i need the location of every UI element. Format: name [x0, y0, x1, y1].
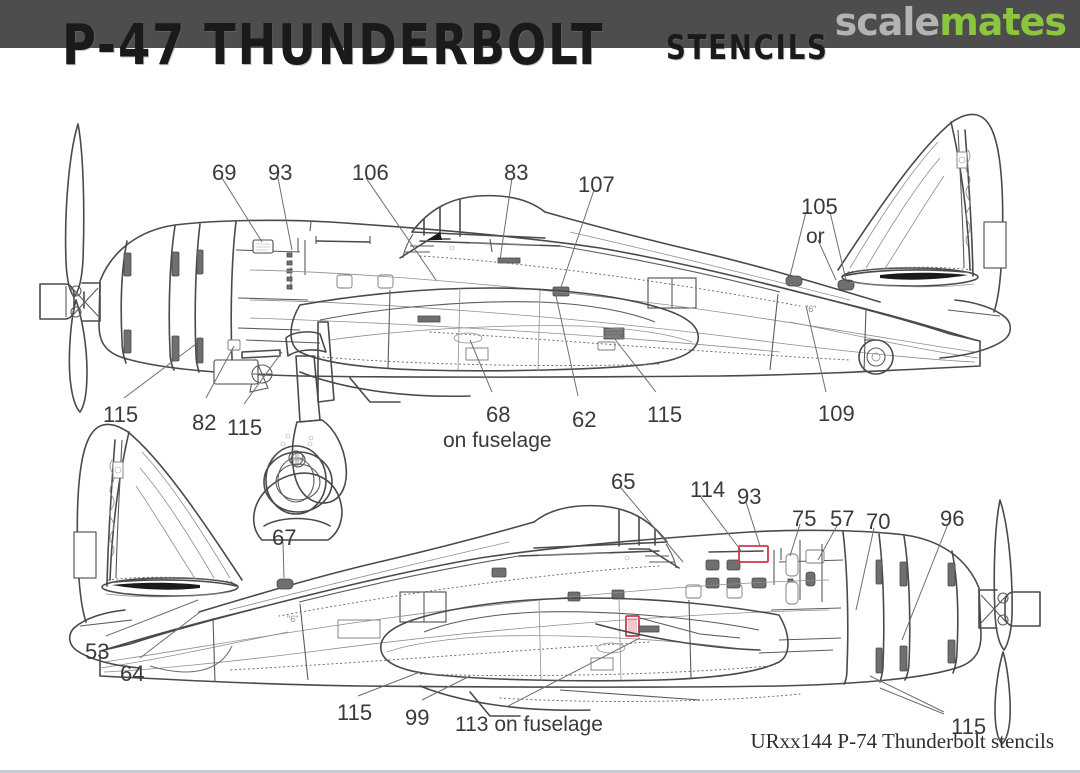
callout-99: 99	[405, 705, 430, 730]
callout-70: 70	[866, 509, 891, 534]
top-spinner	[39, 282, 101, 322]
callout-68: 68	[486, 402, 511, 427]
top-main-landing-gear	[265, 321, 348, 515]
bottom-vertical-stabilizer	[73, 423, 243, 623]
callout-114: 114	[690, 477, 726, 502]
callout-115-top-right: 115	[647, 402, 683, 427]
top-fuselage-panel-lines	[249, 255, 976, 363]
bottom-fuselage-stencils: "6"	[276, 540, 823, 639]
callout-75: 75	[792, 506, 817, 531]
callout-93-top: 93	[268, 160, 293, 185]
bottom-horizontal-stabilizer	[101, 576, 239, 598]
svg-text:"6": "6"	[287, 614, 298, 624]
callout-82: 82	[192, 410, 217, 435]
top-propeller	[64, 123, 88, 413]
callout-115-top-mid: 115	[227, 415, 263, 440]
top-horizontal-stabilizer	[841, 266, 979, 288]
bottom-dorsal-spine	[198, 521, 535, 613]
top-underside-detail	[213, 339, 471, 403]
bottom-fuselage-panel-lines	[103, 565, 830, 673]
watermark-mates: mates	[939, 0, 1067, 44]
bottom-rear-fuselage	[99, 603, 309, 683]
top-aircraft-group: "6"	[39, 113, 1012, 515]
callout-83: 83	[504, 160, 529, 185]
callout-93-bottom: 93	[737, 484, 762, 509]
bottom-main-landing-gear	[252, 441, 343, 541]
callout-115-bottom-left: 115	[337, 700, 373, 725]
bottom-spinner	[978, 589, 1041, 629]
red-stencil-highlight-upper	[738, 545, 769, 563]
top-wing-root	[290, 287, 699, 372]
top-fuselage-stencils: "6"	[497, 257, 855, 351]
svg-text:"6": "6"	[805, 304, 816, 314]
top-tail-cone	[858, 299, 1012, 375]
callout-107: 107	[578, 172, 615, 197]
bottom-aircraft-group: "6"	[68, 423, 1041, 745]
callout-64: 64	[120, 661, 145, 686]
bottom-cowl-panels	[842, 531, 959, 685]
top-vertical-stabilizer	[837, 113, 1007, 313]
scalemates-watermark: scalemates	[834, 0, 1067, 44]
bottom-wing-root	[380, 597, 789, 682]
callout-115-top-left: 115	[103, 402, 139, 427]
callout-65: 65	[611, 469, 636, 494]
top-dorsal-spine	[544, 211, 881, 303]
header-band	[0, 0, 1080, 48]
callout-57: 57	[830, 506, 855, 531]
bottom-propeller	[993, 499, 1013, 745]
callout-53: 53	[85, 639, 110, 664]
bottom-fuselage-outline	[99, 529, 982, 688]
bottom-tail-cone	[68, 609, 141, 669]
callout-106: 106	[352, 160, 389, 185]
top-cockpit-canopy	[399, 194, 561, 259]
top-cowl-panels	[120, 221, 237, 375]
callout-or: or	[806, 225, 825, 248]
watermark-scale: scale	[834, 0, 941, 44]
top-forward-fuselage	[235, 221, 394, 344]
bottom-leader-lines	[105, 487, 949, 715]
callout-on-fuselage-top: on fuselage	[443, 429, 552, 452]
callout-105: 105	[801, 194, 838, 219]
callout-109: 109	[818, 401, 855, 426]
callout-113-on-fuselage: 113 on fuselage	[455, 713, 603, 736]
footer-caption: URxx144 P-74 Thunderbolt stencils	[750, 729, 1054, 753]
callout-69: 69	[212, 160, 237, 185]
callout-62: 62	[572, 407, 597, 432]
callout-67: 67	[272, 525, 297, 550]
bottom-belly-detail	[419, 617, 801, 717]
top-leader-lines	[123, 177, 847, 405]
bottom-cockpit-canopy	[518, 504, 680, 569]
callout-96: 96	[940, 506, 965, 531]
callout-115-bottom-right: 115	[951, 714, 987, 739]
top-fuselage-outline	[98, 219, 981, 378]
